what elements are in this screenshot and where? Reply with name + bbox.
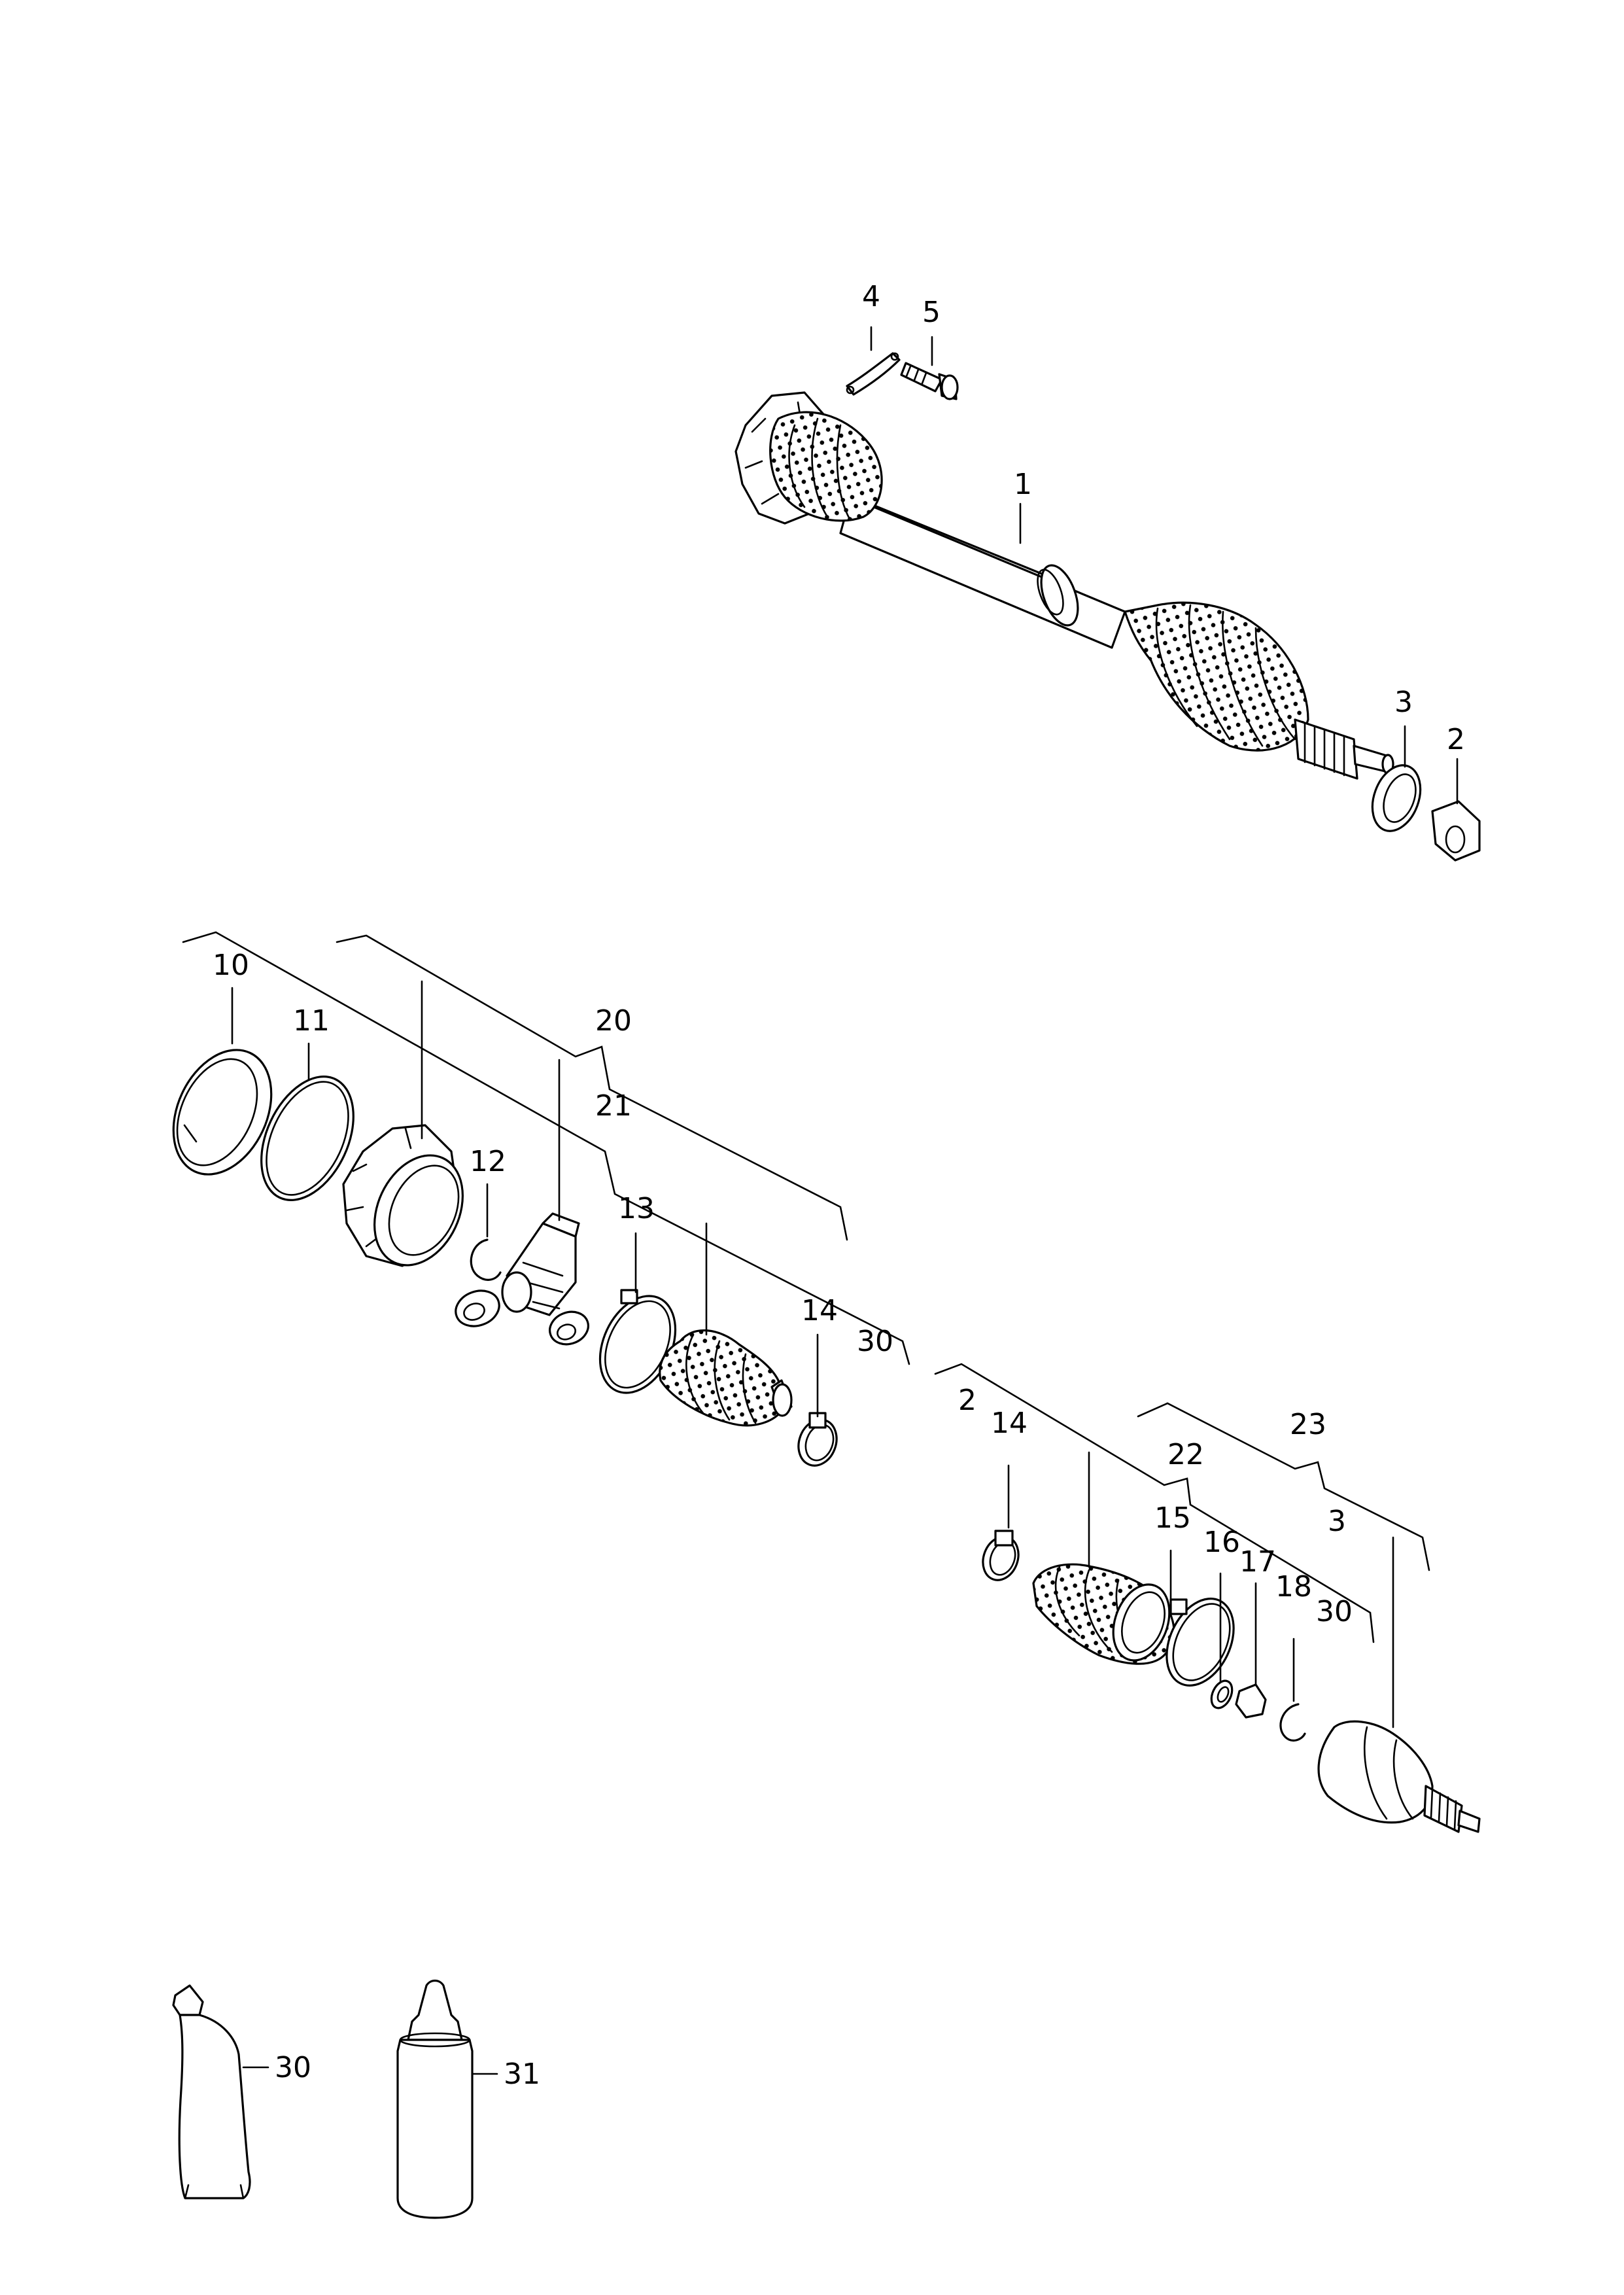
callout-circlip-large: 10 [213, 949, 249, 982]
callout-labels: 1 2 3 4 5 10 11 12 13 14 20 21 30 2 14 1… [213, 280, 1465, 2091]
locking-strap [846, 352, 901, 396]
callout-clamp-small-left: 14 [801, 1294, 838, 1327]
callout-clamp-small-right: 14 [991, 1407, 1028, 1440]
callout-grease-left: 30 [857, 1325, 893, 1358]
leader-lines [182, 326, 1459, 2075]
outer-cv-joint [1317, 1720, 1481, 1833]
callout-washer: 3 [1394, 686, 1413, 719]
callout-inner-kit-21: 21 [595, 1089, 632, 1123]
outer-boot [1032, 1563, 1175, 1665]
small-clamp-right [982, 1530, 1020, 1581]
callout-inner-kit-20: 20 [595, 1004, 632, 1038]
callout-nut: 2 [1447, 723, 1465, 756]
callout-grease-right: 30 [1316, 1595, 1353, 1628]
callout-kit-right-2: 2 [958, 1384, 976, 1417]
small-clamp-left [797, 1412, 838, 1467]
callout-bolt: 5 [922, 296, 941, 329]
thrust-washer [1235, 1683, 1267, 1719]
callout-circlip-right: 18 [1275, 1570, 1312, 1603]
roller-left [455, 1289, 500, 1327]
callout-clamp-large-left: 13 [618, 1192, 655, 1225]
callout-clamp-large-right: 15 [1154, 1501, 1191, 1535]
large-clamp-right [1166, 1598, 1235, 1687]
callout-grease-tube: 30 [275, 2051, 311, 2084]
callout-seal-ring: 11 [293, 1004, 330, 1038]
hub-nut [1431, 800, 1481, 862]
complete-drive-shaft [734, 391, 1394, 780]
callout-kit-right-3: 3 [1328, 1505, 1346, 1538]
inner-boot [659, 1329, 793, 1427]
socket-bolt [900, 362, 959, 400]
washer-upper [1371, 764, 1422, 832]
seal-ring [260, 1076, 354, 1201]
sealant-bottle [396, 1979, 474, 2219]
callout-snap-ring-left: 12 [470, 1145, 506, 1178]
inner-joint-housing [342, 1124, 464, 1267]
snap-ring-left [470, 1238, 502, 1281]
callout-outer-kit-23: 23 [1290, 1408, 1326, 1441]
roller-right [549, 1310, 589, 1346]
dish-washer [1210, 1679, 1234, 1709]
grease-tube [172, 1984, 251, 2199]
callout-strap: 4 [862, 280, 880, 313]
callout-outer-kit-22: 22 [1167, 1438, 1204, 1471]
tripod-spider [501, 1212, 580, 1316]
callout-dish-washer: 16 [1203, 1526, 1240, 1559]
circlip-right [1279, 1703, 1306, 1742]
large-clamp-left [598, 1289, 677, 1394]
callout-sealant-bottle: 31 [504, 2058, 540, 2091]
large-circlip [172, 1049, 273, 1176]
callout-shaft: 1 [1014, 468, 1032, 501]
callout-thrust-washer: 17 [1239, 1545, 1276, 1579]
